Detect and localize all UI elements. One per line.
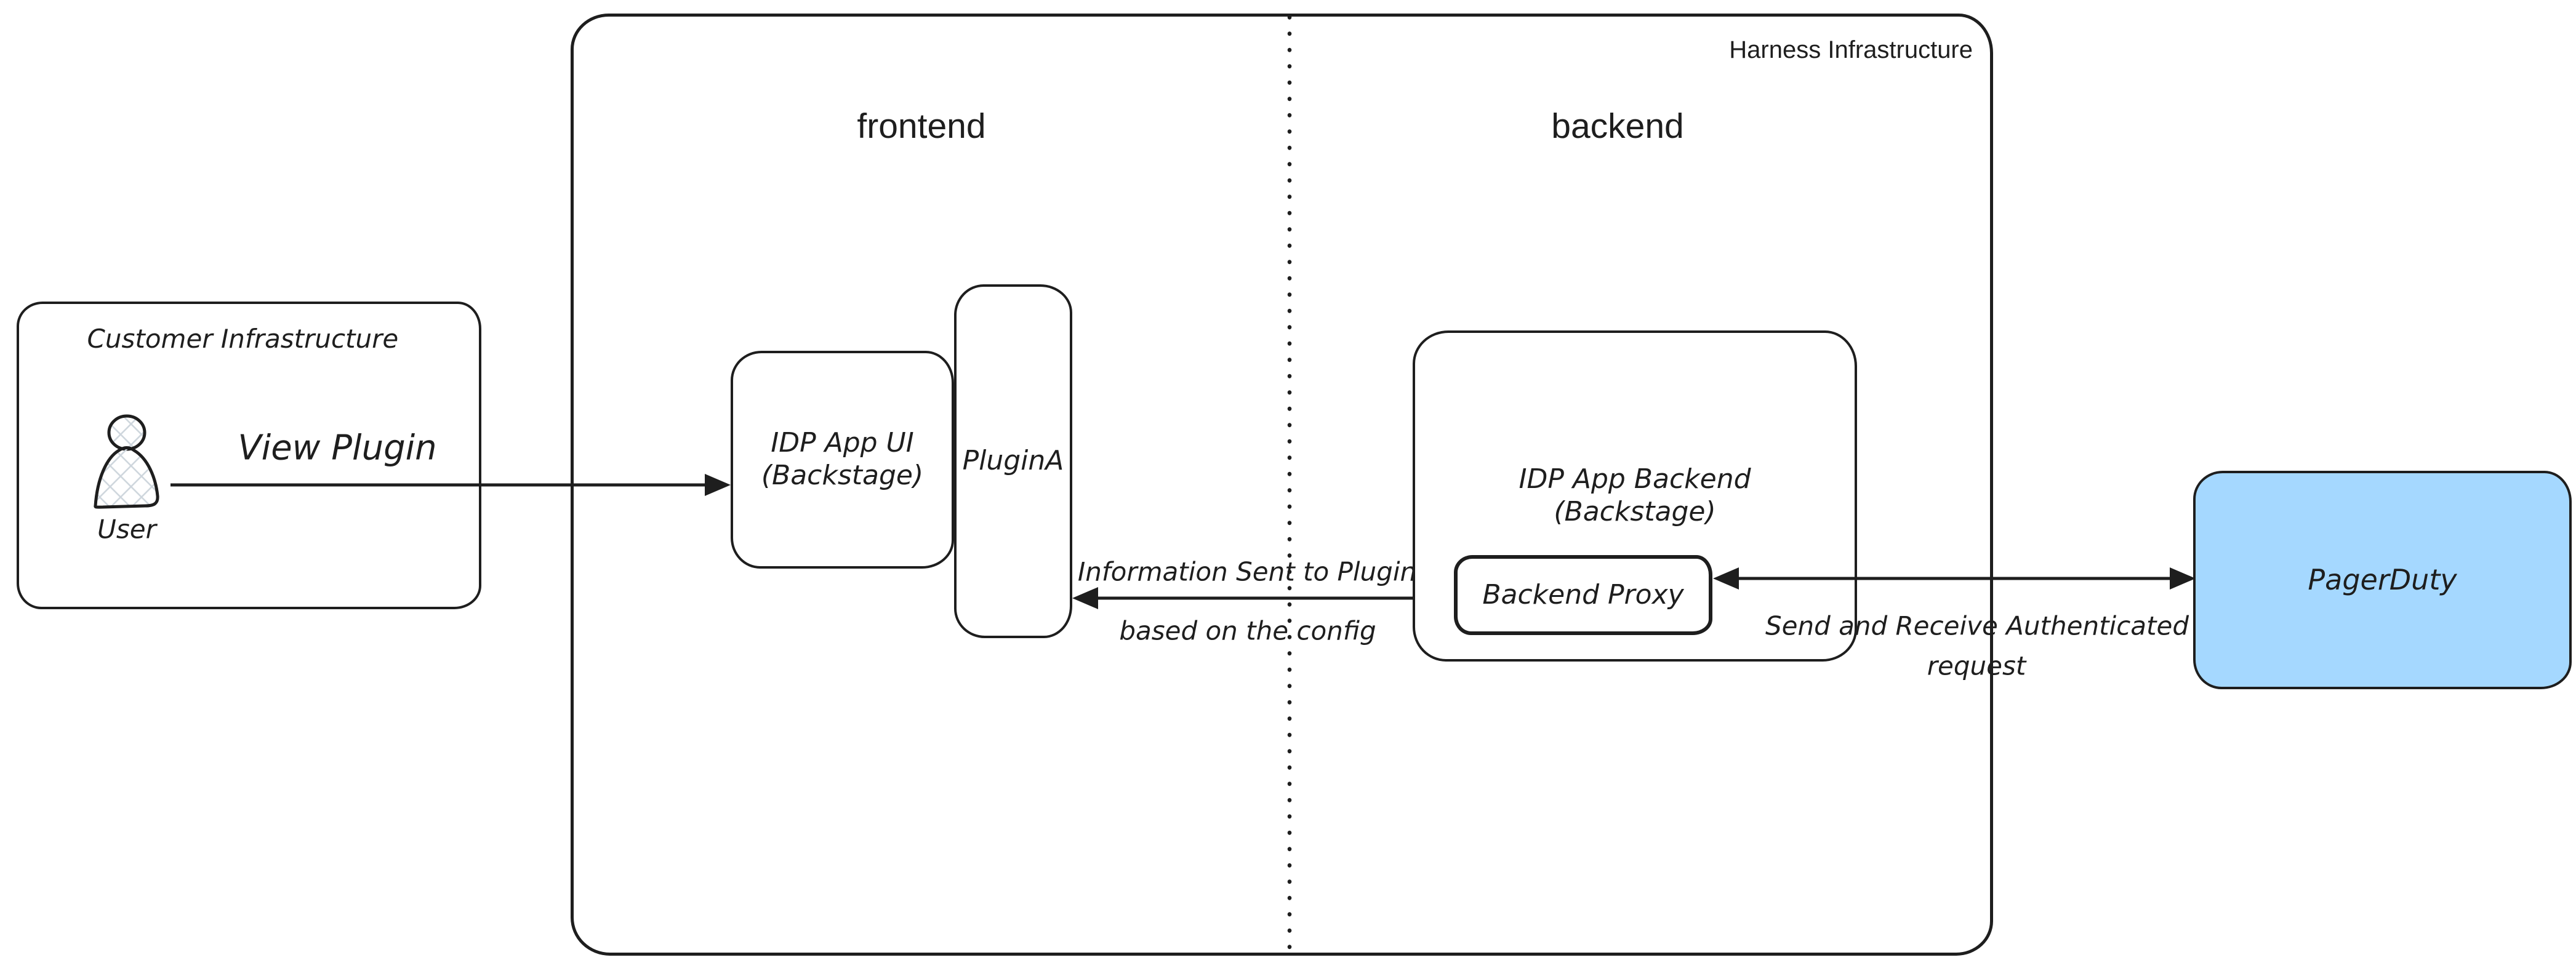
idp-app-backend-label: IDP App Backend (Backstage) — [1519, 463, 1751, 529]
pagerduty-box: PagerDuty — [2193, 471, 2572, 689]
customer-infrastructure-box: Customer Infrastructure — [17, 302, 481, 609]
user-icon — [94, 414, 159, 509]
backend-proxy-label: Backend Proxy — [1482, 578, 1684, 610]
idp-app-ui-label-line2: (Backstage) — [761, 460, 924, 491]
pagerduty-label: PagerDuty — [2308, 562, 2457, 596]
idp-app-ui-box: IDP App UI (Backstage) — [731, 351, 954, 569]
user-label: User — [97, 514, 156, 545]
backend-section-label: backend — [1551, 106, 1684, 146]
plugin-a-box: PluginA — [954, 284, 1072, 638]
idp-app-backend-label-line1: IDP App Backend — [1519, 463, 1751, 495]
plugin-a-label: PluginA — [962, 445, 1064, 477]
customer-infrastructure-label: Customer Infrastructure — [87, 324, 399, 354]
frontend-section-label: frontend — [857, 106, 986, 146]
idp-app-backend-box: IDP App Backend (Backstage) Backend Prox… — [1413, 330, 1857, 662]
backend-proxy-box: Backend Proxy — [1454, 555, 1712, 635]
idp-app-backend-label-line2: (Backstage) — [1554, 496, 1716, 527]
idp-app-ui-label-line1: IDP App UI — [771, 427, 914, 459]
harness-infrastructure-label: Harness Infrastructure — [1729, 36, 1973, 63]
